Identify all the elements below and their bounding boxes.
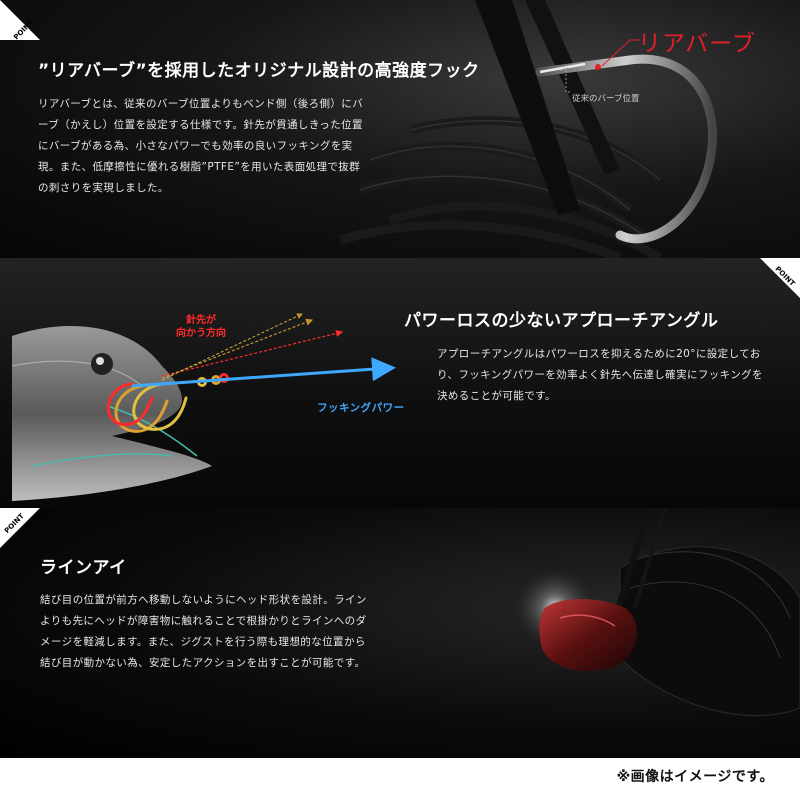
approach-angle-title: パワーロスの少ないアプローチアングル bbox=[404, 311, 719, 331]
skirt-strands bbox=[338, 116, 663, 258]
rear-barb-title: ”リアバーブ”を採用したオリジナル設計の高強度フック bbox=[38, 61, 480, 81]
rear-barb-marker bbox=[595, 64, 601, 70]
line-eye-title: ラインアイ bbox=[40, 558, 127, 578]
approach-angle-diagram bbox=[12, 313, 396, 501]
rear-barb-description: リアバーブとは、従来のバーブ位置よりもベンド側（後ろ側）にバーブ（かえし）位置を… bbox=[38, 98, 364, 194]
point-badge: POINT bbox=[0, 0, 40, 40]
hook-bend bbox=[535, 54, 717, 244]
hooking-power-label: フッキングパワー bbox=[317, 402, 405, 414]
approach-angle-description: アプローチアングルはパワーロスを抑えるために20°に設定しており、フッキングパワ… bbox=[437, 348, 763, 402]
approach-angle-section: POINT パワーロスの少ないアプローチアングル アプローチアングルはパワーロス… bbox=[0, 258, 800, 508]
point-badge: POINT bbox=[760, 258, 800, 298]
footer: ※画像はイメージです。 bbox=[0, 758, 800, 800]
point-badge: POINT bbox=[0, 508, 40, 548]
rear-barb-callout: リアバーブ bbox=[638, 31, 756, 57]
conventional-barb-callout: 従来のバーブ位置 bbox=[572, 94, 640, 104]
tip-direction-label: 針先が 向かう方向 bbox=[176, 315, 226, 339]
jig-head bbox=[539, 599, 637, 672]
jig-head-illustration bbox=[510, 508, 800, 717]
fish-head bbox=[12, 326, 212, 501]
hook-shank-shadow bbox=[475, 0, 580, 215]
hooking-power-arrow bbox=[131, 357, 396, 388]
jig-skirt bbox=[619, 546, 800, 717]
line-eye-section: POINT ラインアイ 結び目の位置が前方へ移動しないようにヘッド形状を設計。ラ… bbox=[0, 508, 800, 758]
hook-illustration bbox=[338, 0, 717, 258]
line-eye-description: 結び目の位置が前方へ移動しないようにヘッド形状を設計。ラインよりも先にヘッドが障… bbox=[40, 594, 367, 669]
tip-direction-arrow bbox=[161, 329, 344, 377]
image-disclaimer: ※画像はイメージです。 bbox=[616, 769, 774, 785]
rear-barb-section: POINT ”リアバーブ”を採用したオリジナル設計の高強度フック リアバーブとは… bbox=[0, 0, 800, 258]
